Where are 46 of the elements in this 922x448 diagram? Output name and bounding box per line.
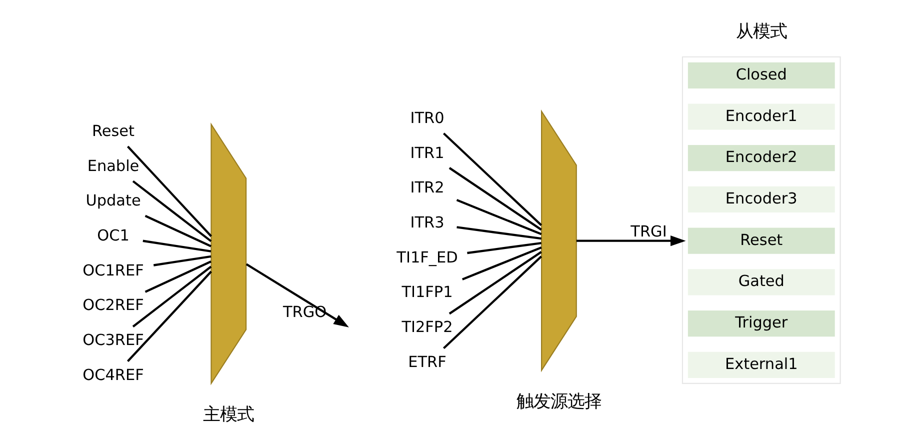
node-text: OC3REF — [82, 330, 144, 348]
connector — [442, 255, 542, 349]
node-text: OC1 — [97, 226, 130, 244]
node-box: Closed — [686, 60, 838, 90]
node-trapezoid — [210, 122, 247, 385]
node-label: 主模式 — [203, 404, 254, 425]
node-text: OC4REF — [82, 365, 144, 384]
node-text: TI1F_ED — [396, 248, 458, 266]
node-trapezoid — [541, 108, 577, 372]
node-text: OC2REF — [82, 296, 144, 314]
connector — [126, 270, 212, 362]
node-label: 触发源选择 — [516, 392, 602, 412]
node-text: OC1REF — [82, 260, 144, 279]
node-text: TI1FP1 — [402, 282, 453, 301]
connector — [132, 265, 212, 327]
node-text: ETRF — [408, 352, 446, 370]
node-text: Reset — [92, 122, 135, 140]
connector — [132, 180, 212, 242]
node-box: Encoder2 — [686, 142, 838, 173]
connector — [442, 132, 542, 226]
node-text: Enable — [87, 156, 140, 174]
connector — [448, 166, 542, 230]
arrow — [246, 262, 349, 327]
connector — [448, 250, 542, 314]
node-text: TI2FP2 — [402, 317, 453, 336]
node-box: Trigger — [686, 308, 838, 338]
label: 从模式 — [736, 22, 787, 42]
connector — [456, 226, 542, 240]
connector — [126, 145, 212, 237]
connector — [153, 254, 212, 266]
connector — [467, 241, 542, 254]
arrow — [576, 234, 686, 246]
node-text: ITR2 — [410, 178, 444, 196]
node-text: Update — [86, 191, 141, 210]
connector — [144, 214, 212, 247]
connector — [456, 198, 542, 235]
connector — [462, 246, 542, 280]
node-text: ITR3 — [410, 212, 444, 231]
connector — [144, 260, 212, 292]
node-text: ITR0 — [410, 108, 444, 126]
edge-label: TRGI — [630, 222, 667, 240]
edge-label: TRGO — [282, 302, 327, 321]
node-box: Reset — [686, 225, 838, 256]
cluster — [682, 56, 841, 384]
node-text: ITR1 — [410, 143, 444, 162]
connector — [142, 239, 212, 252]
